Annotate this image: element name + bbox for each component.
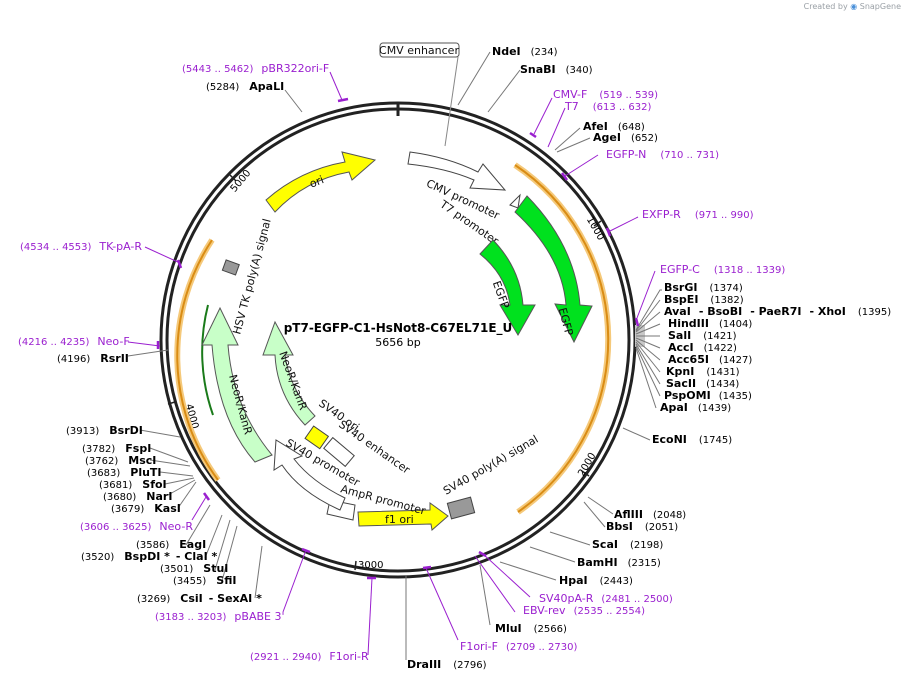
orf-arc-right-core xyxy=(514,164,610,513)
enzyme-afei: AfeI(648) xyxy=(583,120,645,133)
orf-arc-left-inner xyxy=(201,304,214,416)
plasmid-size: 5656 bp xyxy=(375,336,420,349)
primer-labels: (5443 .. 5462)pBR322ori-F CMV-F(519 .. 5… xyxy=(18,62,785,663)
enzyme-afliii: AflIII(2048) xyxy=(614,508,686,521)
primer-pbr322ori-f: (5443 .. 5462)pBR322ori-F xyxy=(182,62,329,75)
enzyme-apali: (5284)ApaLI xyxy=(206,80,284,93)
orf-arc-left-core xyxy=(176,239,219,481)
enzyme-sfii: (3455)SfiI xyxy=(173,574,236,587)
feature-egfp-outer xyxy=(514,195,593,344)
enzyme-kasi: (3679)KasI xyxy=(111,502,181,515)
feature-label-sv40-enhancer: SV40 enhancer xyxy=(336,418,412,477)
enzyme-rsrii: (4196)RsrII xyxy=(57,352,129,365)
cmv-enhancer-callout: CMV enhancer xyxy=(379,42,460,147)
feature-sv40-enhancer xyxy=(323,436,355,468)
primer-egfp-c: EGFP-C(1318 .. 1339) xyxy=(660,263,785,276)
feature-hsv-tk-polya xyxy=(221,259,240,276)
enzyme-agei: AgeI(652) xyxy=(593,131,658,144)
primer-exfp-r: EXFP-R(971 .. 990) xyxy=(642,208,754,221)
feature-sv40-promoter xyxy=(273,439,346,511)
enzyme-csii-sexai: (3269)CsiI- SexAI * xyxy=(137,592,262,605)
enzyme-bspdi-clai: (3520)BspDI *- ClaI * xyxy=(81,550,217,563)
primer-tk-pa-r: (4534 .. 4553)TK-pA-R xyxy=(20,240,142,253)
primer-f1ori-r: (2921 .. 2940)F1ori-R xyxy=(250,650,369,663)
snapgene-credit: Created by ◉ SnapGene xyxy=(804,2,901,11)
enzyme-eagi: (3586)EagI xyxy=(136,538,206,551)
enzyme-acc65i: Acc65I(1427) xyxy=(668,353,752,366)
enzyme-apai: ApaI(1439) xyxy=(660,401,731,414)
enzyme-pspomi: PspOMI(1435) xyxy=(664,389,752,402)
feature-label-hsv-tk-polya: HSV TK poly(A) signal xyxy=(230,217,273,335)
plasmid-name: pT7-EGFP-C1-HsNot8-C67EL71E_U xyxy=(284,321,513,336)
enzyme-bspei: BspEI(1382) xyxy=(664,293,744,306)
enzyme-fspi: (3782)FspI xyxy=(82,442,151,455)
feature-neor-inner xyxy=(262,320,316,426)
primer-neo-r: (3606 .. 3625)Neo-R xyxy=(80,520,193,533)
primer-pbabe3: (3183 .. 3203)pBABE 3' xyxy=(155,610,285,623)
enzyme-msci: (3762)MscI xyxy=(85,454,156,467)
feature-cmv-promoter xyxy=(407,151,507,191)
enzyme-nari: (3680)NarI xyxy=(103,490,172,503)
enzyme-leaders xyxy=(127,51,662,660)
snapgene-brand: SnapGene xyxy=(859,2,901,11)
tick-3000: 3000 xyxy=(354,560,383,571)
enzyme-snabi: SnaBI(340) xyxy=(520,63,593,76)
svg-text:3000: 3000 xyxy=(358,560,383,571)
enzyme-hindiii: HindIII(1404) xyxy=(668,317,752,330)
enzyme-stui: (3501)StuI xyxy=(160,562,228,575)
primer-sv40pa-r: SV40pA-R(2481 .. 2500) xyxy=(539,592,673,605)
enzyme-kpni: KpnI(1431) xyxy=(666,365,740,378)
enzyme-scai: ScaI(2198) xyxy=(592,538,663,551)
feature-neor-outer xyxy=(201,306,273,463)
enzyme-acci: AccI(1422) xyxy=(668,341,737,354)
enzyme-ava-group: AvaI- BsoBI- PaeR7I- XhoI(1395) xyxy=(664,305,891,318)
primer-cmv-f: CMV-F(519 .. 539) xyxy=(553,88,658,101)
enzyme-labels: NdeI(234) SnaBI(340) AfeI(648) AgeI(652)… xyxy=(57,45,891,671)
enzyme-pluti: (3683)PluTI xyxy=(87,466,162,479)
enzyme-ndei: NdeI(234) xyxy=(492,45,558,58)
primer-neo-f: (4216 .. 4235)Neo-F xyxy=(18,335,130,348)
snapgene-logo-icon: ◉ xyxy=(850,2,858,11)
feature-t7-promoter xyxy=(509,193,521,209)
enzyme-draiii: DraIII(2796) xyxy=(407,658,487,671)
enzyme-bsrgi: BsrGI(1374) xyxy=(664,281,743,294)
feature-label-cmv-enhancer: CMV enhancer xyxy=(379,44,459,57)
tick-2000: 2000 xyxy=(576,451,598,479)
feature-sv40-ori xyxy=(304,425,330,450)
enzyme-mlui: MluI(2566) xyxy=(495,622,567,635)
feature-label-f1-ori: f1 ori xyxy=(385,513,414,526)
enzyme-sacii: SacII(1434) xyxy=(666,377,739,390)
enzyme-sfoi: (3681)SfoI xyxy=(99,478,167,491)
feature-egfp-inner xyxy=(479,239,536,336)
feature-f1-ori xyxy=(357,502,449,531)
feature-ori xyxy=(265,151,377,213)
enzyme-sali: SalI(1421) xyxy=(668,329,737,342)
primer-f1ori-f: F1ori-F(2709 .. 2730) xyxy=(460,640,577,653)
enzyme-bsrdi: (3913)BsrDI xyxy=(66,424,143,437)
enzyme-hpai: HpaI(2443) xyxy=(559,574,633,587)
primer-t7: T7(613 .. 632) xyxy=(564,100,652,113)
primer-leaders xyxy=(127,71,656,656)
feature-label-ori: ori xyxy=(308,173,326,190)
enzyme-econi: EcoNI(1745) xyxy=(652,433,732,446)
primer-egfp-n: EGFP-N(710 .. 731) xyxy=(606,148,719,161)
credit-text: Created by xyxy=(803,2,848,11)
primer-ebv-rev: EBV-rev(2535 .. 2554) xyxy=(523,604,645,617)
svg-text:2000: 2000 xyxy=(576,451,598,479)
feature-sv40-polya xyxy=(446,496,476,520)
enzyme-bbsi: BbsI(2051) xyxy=(606,520,678,533)
feature-label-sv40-polya: SV40 poly(A) signal xyxy=(441,433,541,498)
enzyme-bamhi: BamHI(2315) xyxy=(577,556,661,569)
